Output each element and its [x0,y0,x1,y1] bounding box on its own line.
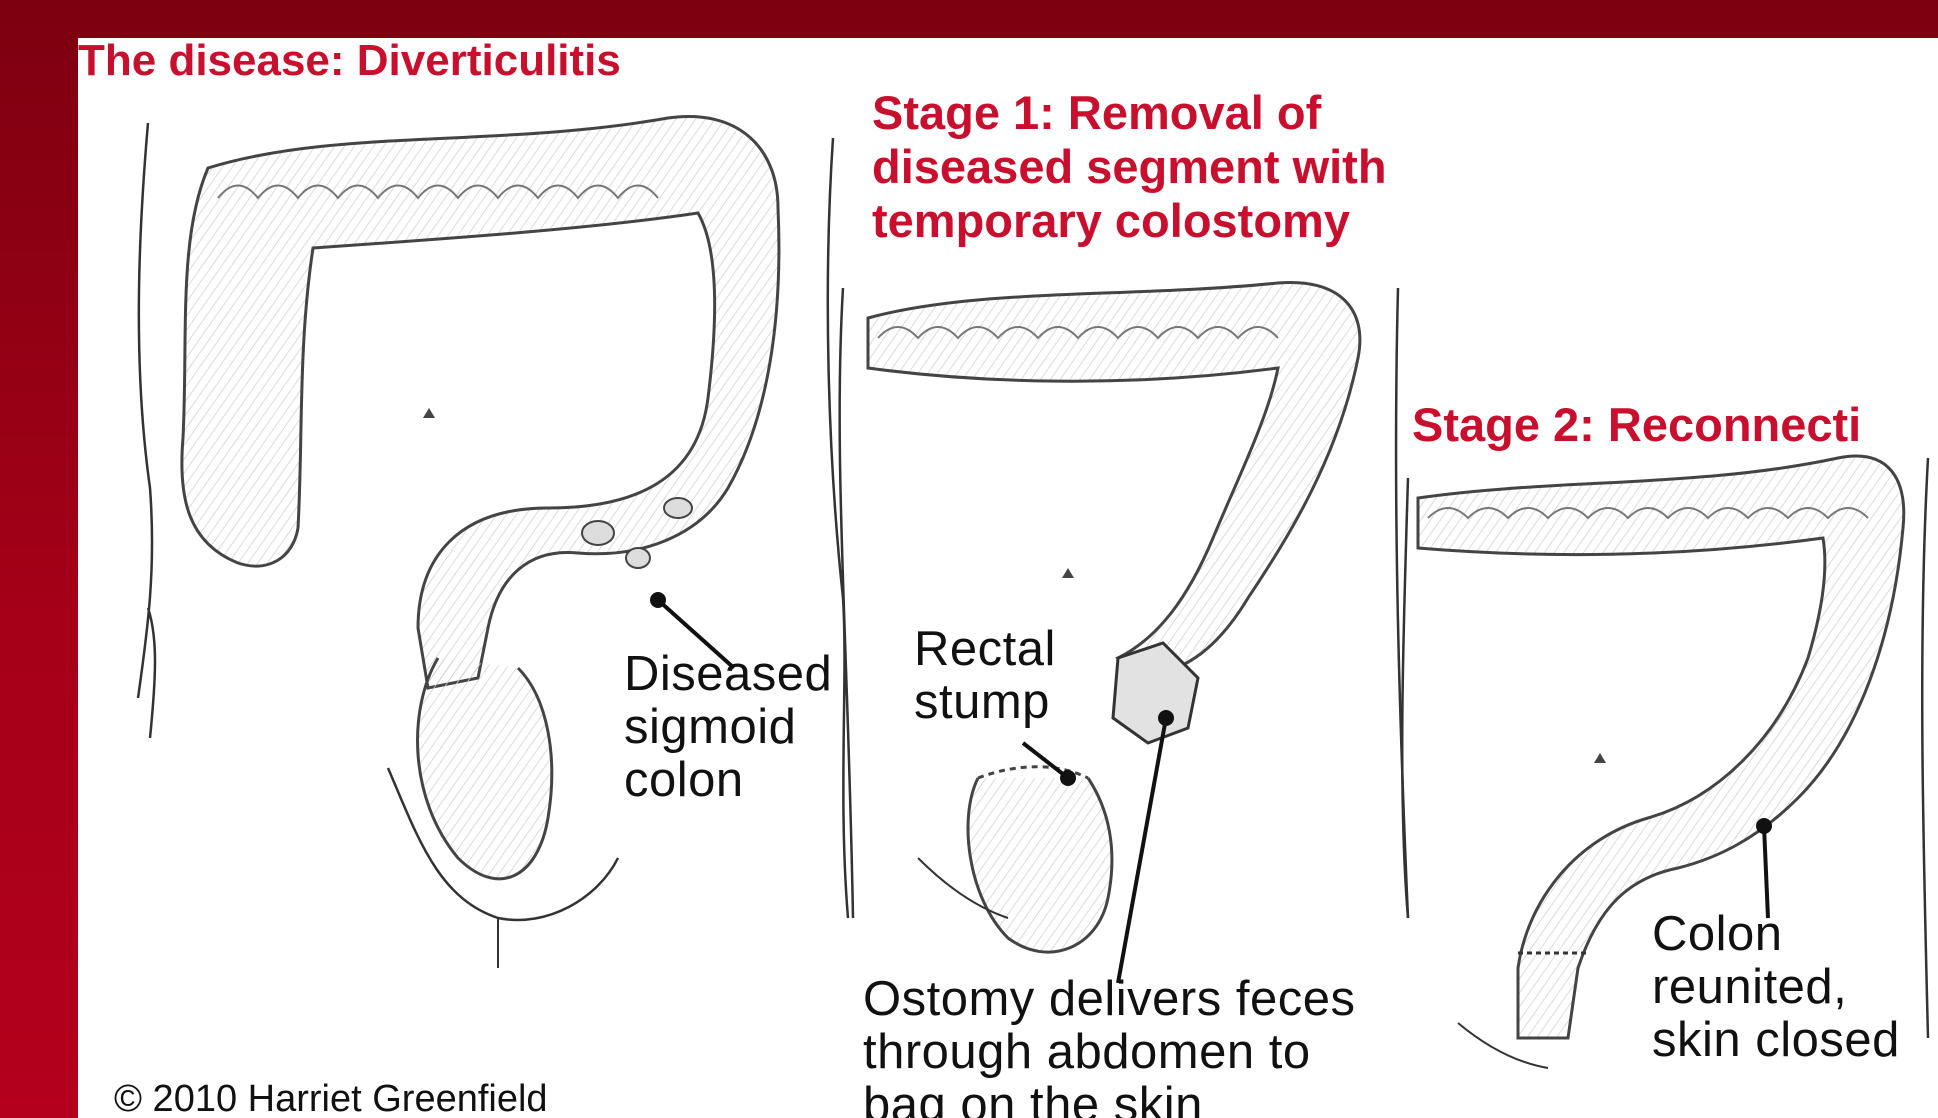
label-rectal-stump: Rectal stump [914,623,1056,729]
label-diseased-sigmoid-colon: Diseased sigmoid colon [624,648,832,807]
copyright-notice: © 2010 Harriet Greenfield [114,1078,548,1118]
title-disease: The disease: Diverticulitis [78,38,621,84]
title-stage2: Stage 2: Reconnecti [1412,398,1938,452]
diseased-colon-drawing [138,116,848,968]
title-stage1: Stage 1: Removal of diseased segment wit… [872,86,1387,248]
label-ostomy: Ostomy delivers feces through abdomen to… [863,973,1356,1118]
label-colon-reunited: Colon reunited, skin closed [1652,908,1900,1067]
illustration-panel: The disease: Diverticulitis Stage 1: Rem… [78,38,1938,1118]
